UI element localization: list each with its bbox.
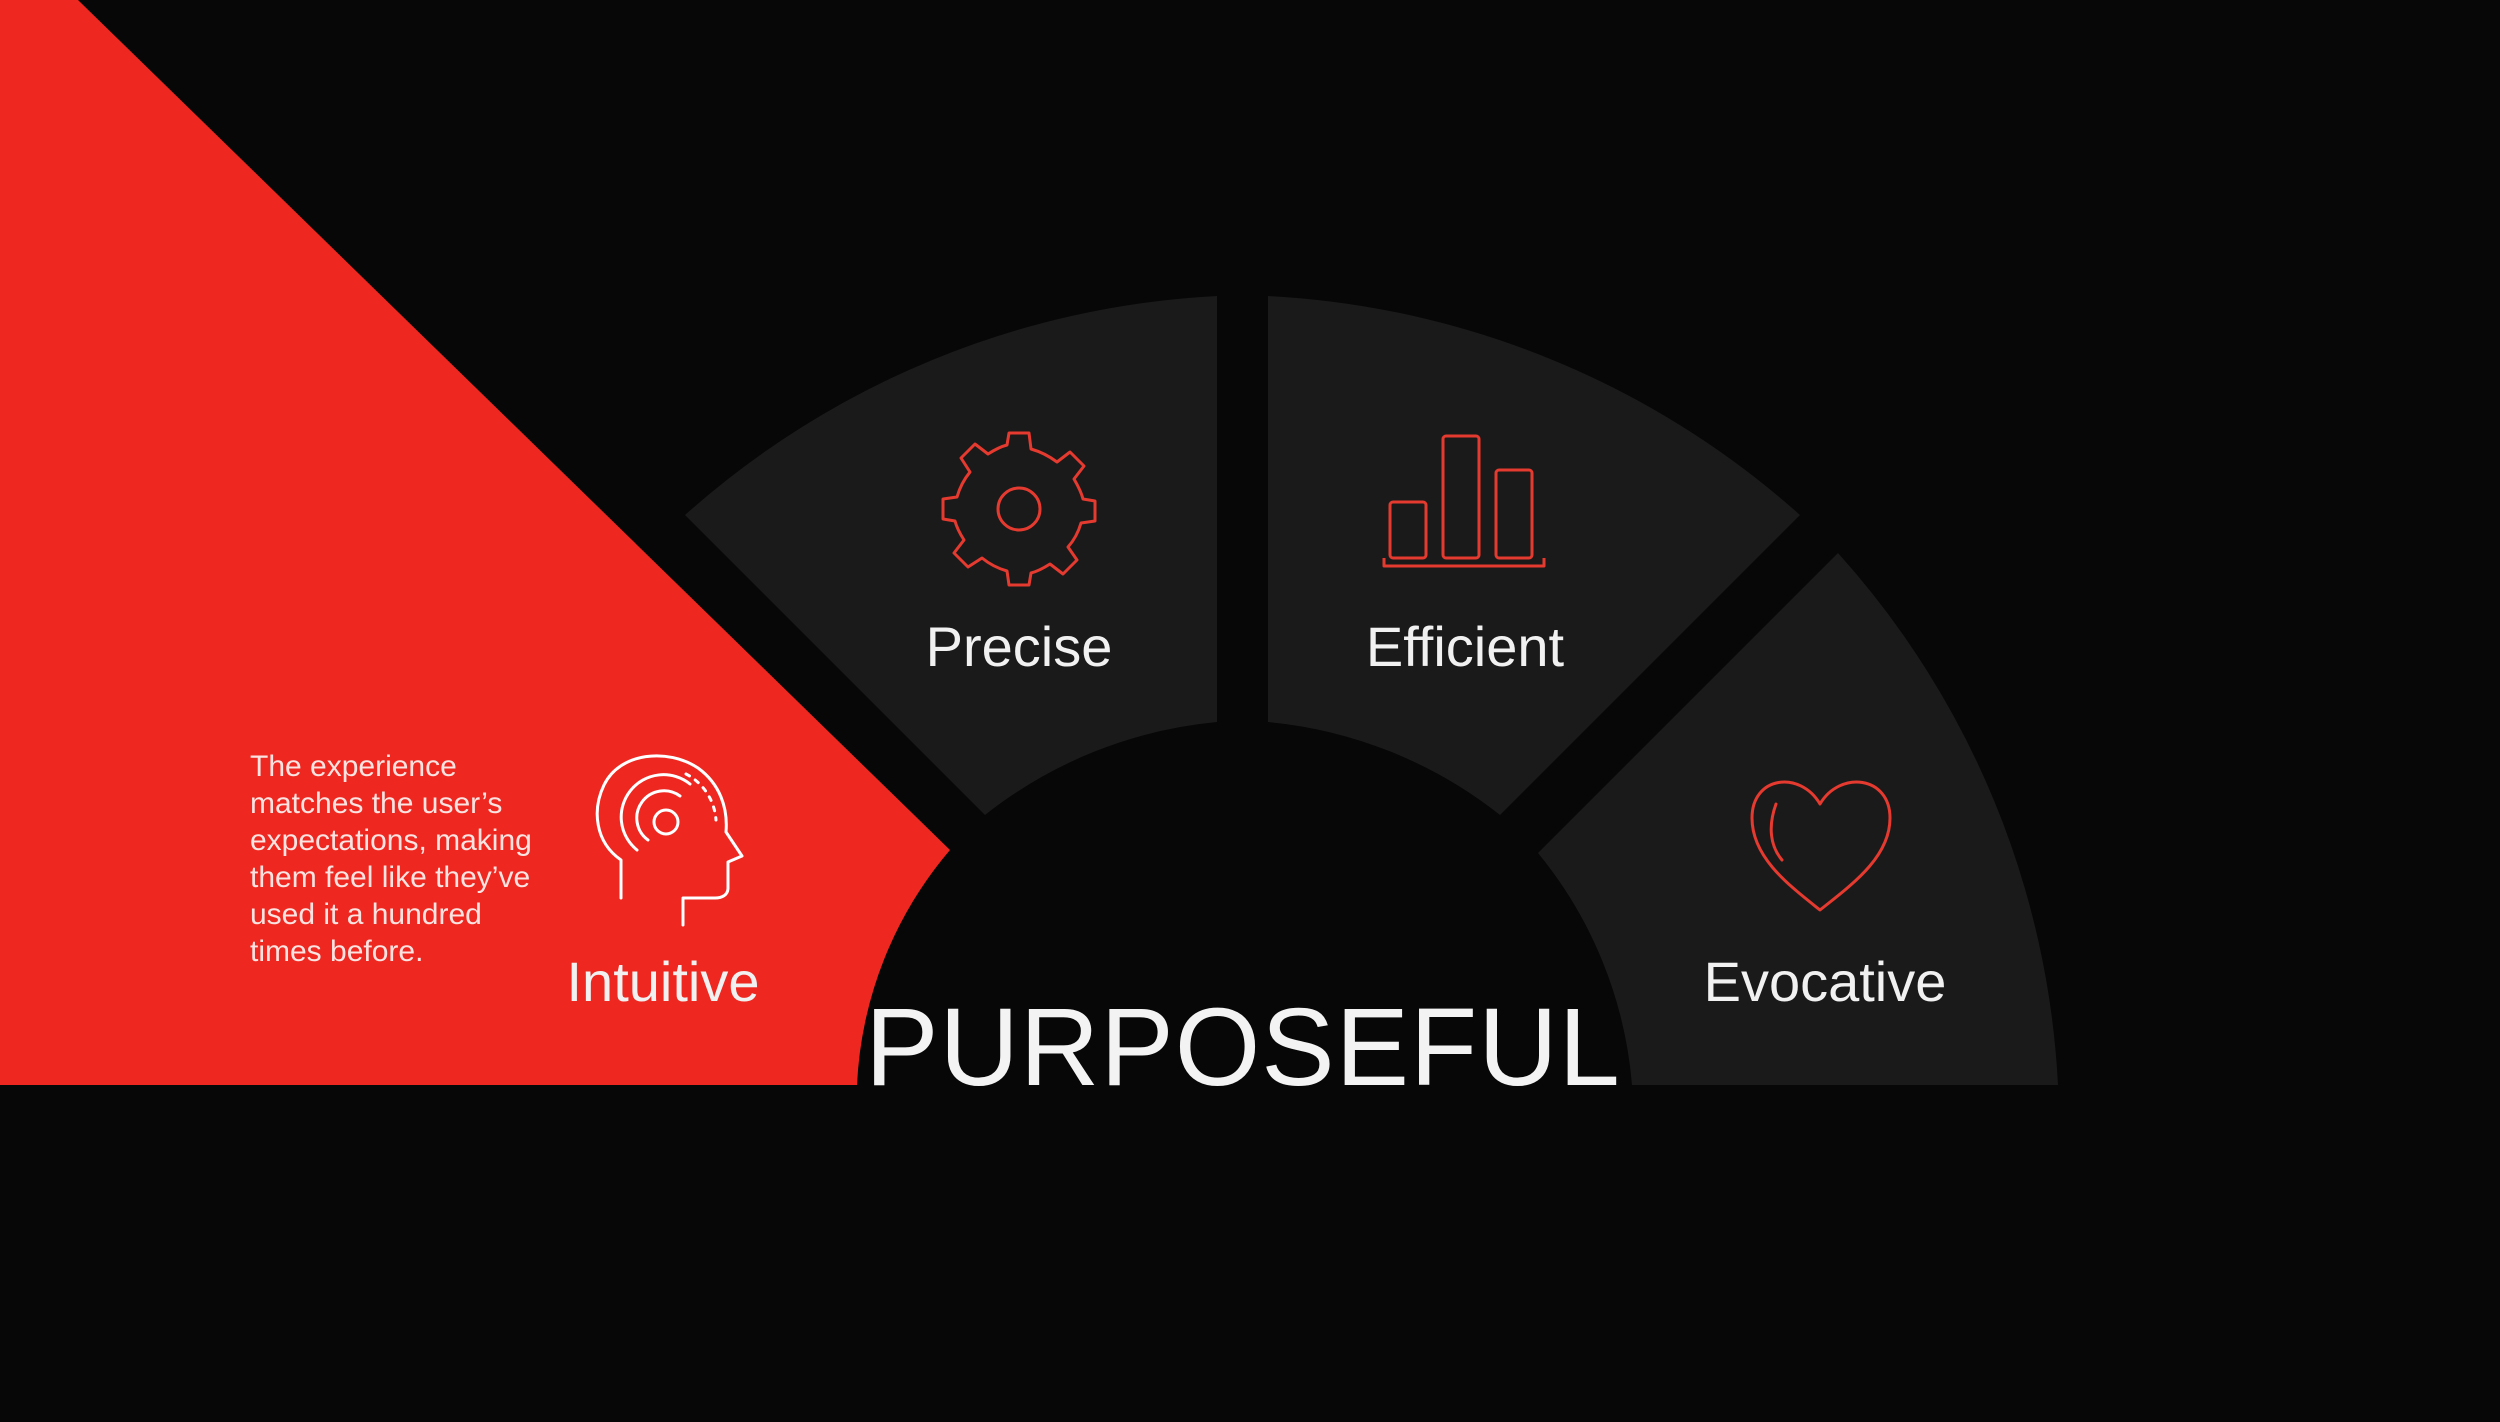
segment-evocative[interactable] xyxy=(1538,553,2058,1085)
description-line: matches the user’s xyxy=(250,787,502,820)
intuitive-description: The experience matches the user’s expect… xyxy=(250,750,532,968)
segment-intuitive[interactable] xyxy=(0,0,950,1085)
segment-label-intuitive: Intuitive xyxy=(567,950,760,1013)
gear-icon xyxy=(941,431,1097,587)
segment-label-efficient: Efficient xyxy=(1366,615,1565,678)
heart-icon xyxy=(1750,780,1892,912)
segment-label-evocative: Evocative xyxy=(1704,950,1947,1013)
description-line: The experience xyxy=(250,750,457,783)
segment-precise[interactable] xyxy=(685,296,1217,815)
description-line: used it a hundred xyxy=(250,898,482,931)
head-mind-icon xyxy=(595,754,744,927)
description-line: times before. xyxy=(250,935,423,968)
bar-chart-icon xyxy=(1382,434,1546,568)
description-line: them feel like they’ve xyxy=(250,861,530,894)
description-line: expectations, making xyxy=(250,824,532,857)
center-title: PURPOSEFUL xyxy=(865,986,1621,1109)
segment-efficient[interactable] xyxy=(1268,296,1800,815)
segment-label-precise: Precise xyxy=(926,615,1113,678)
